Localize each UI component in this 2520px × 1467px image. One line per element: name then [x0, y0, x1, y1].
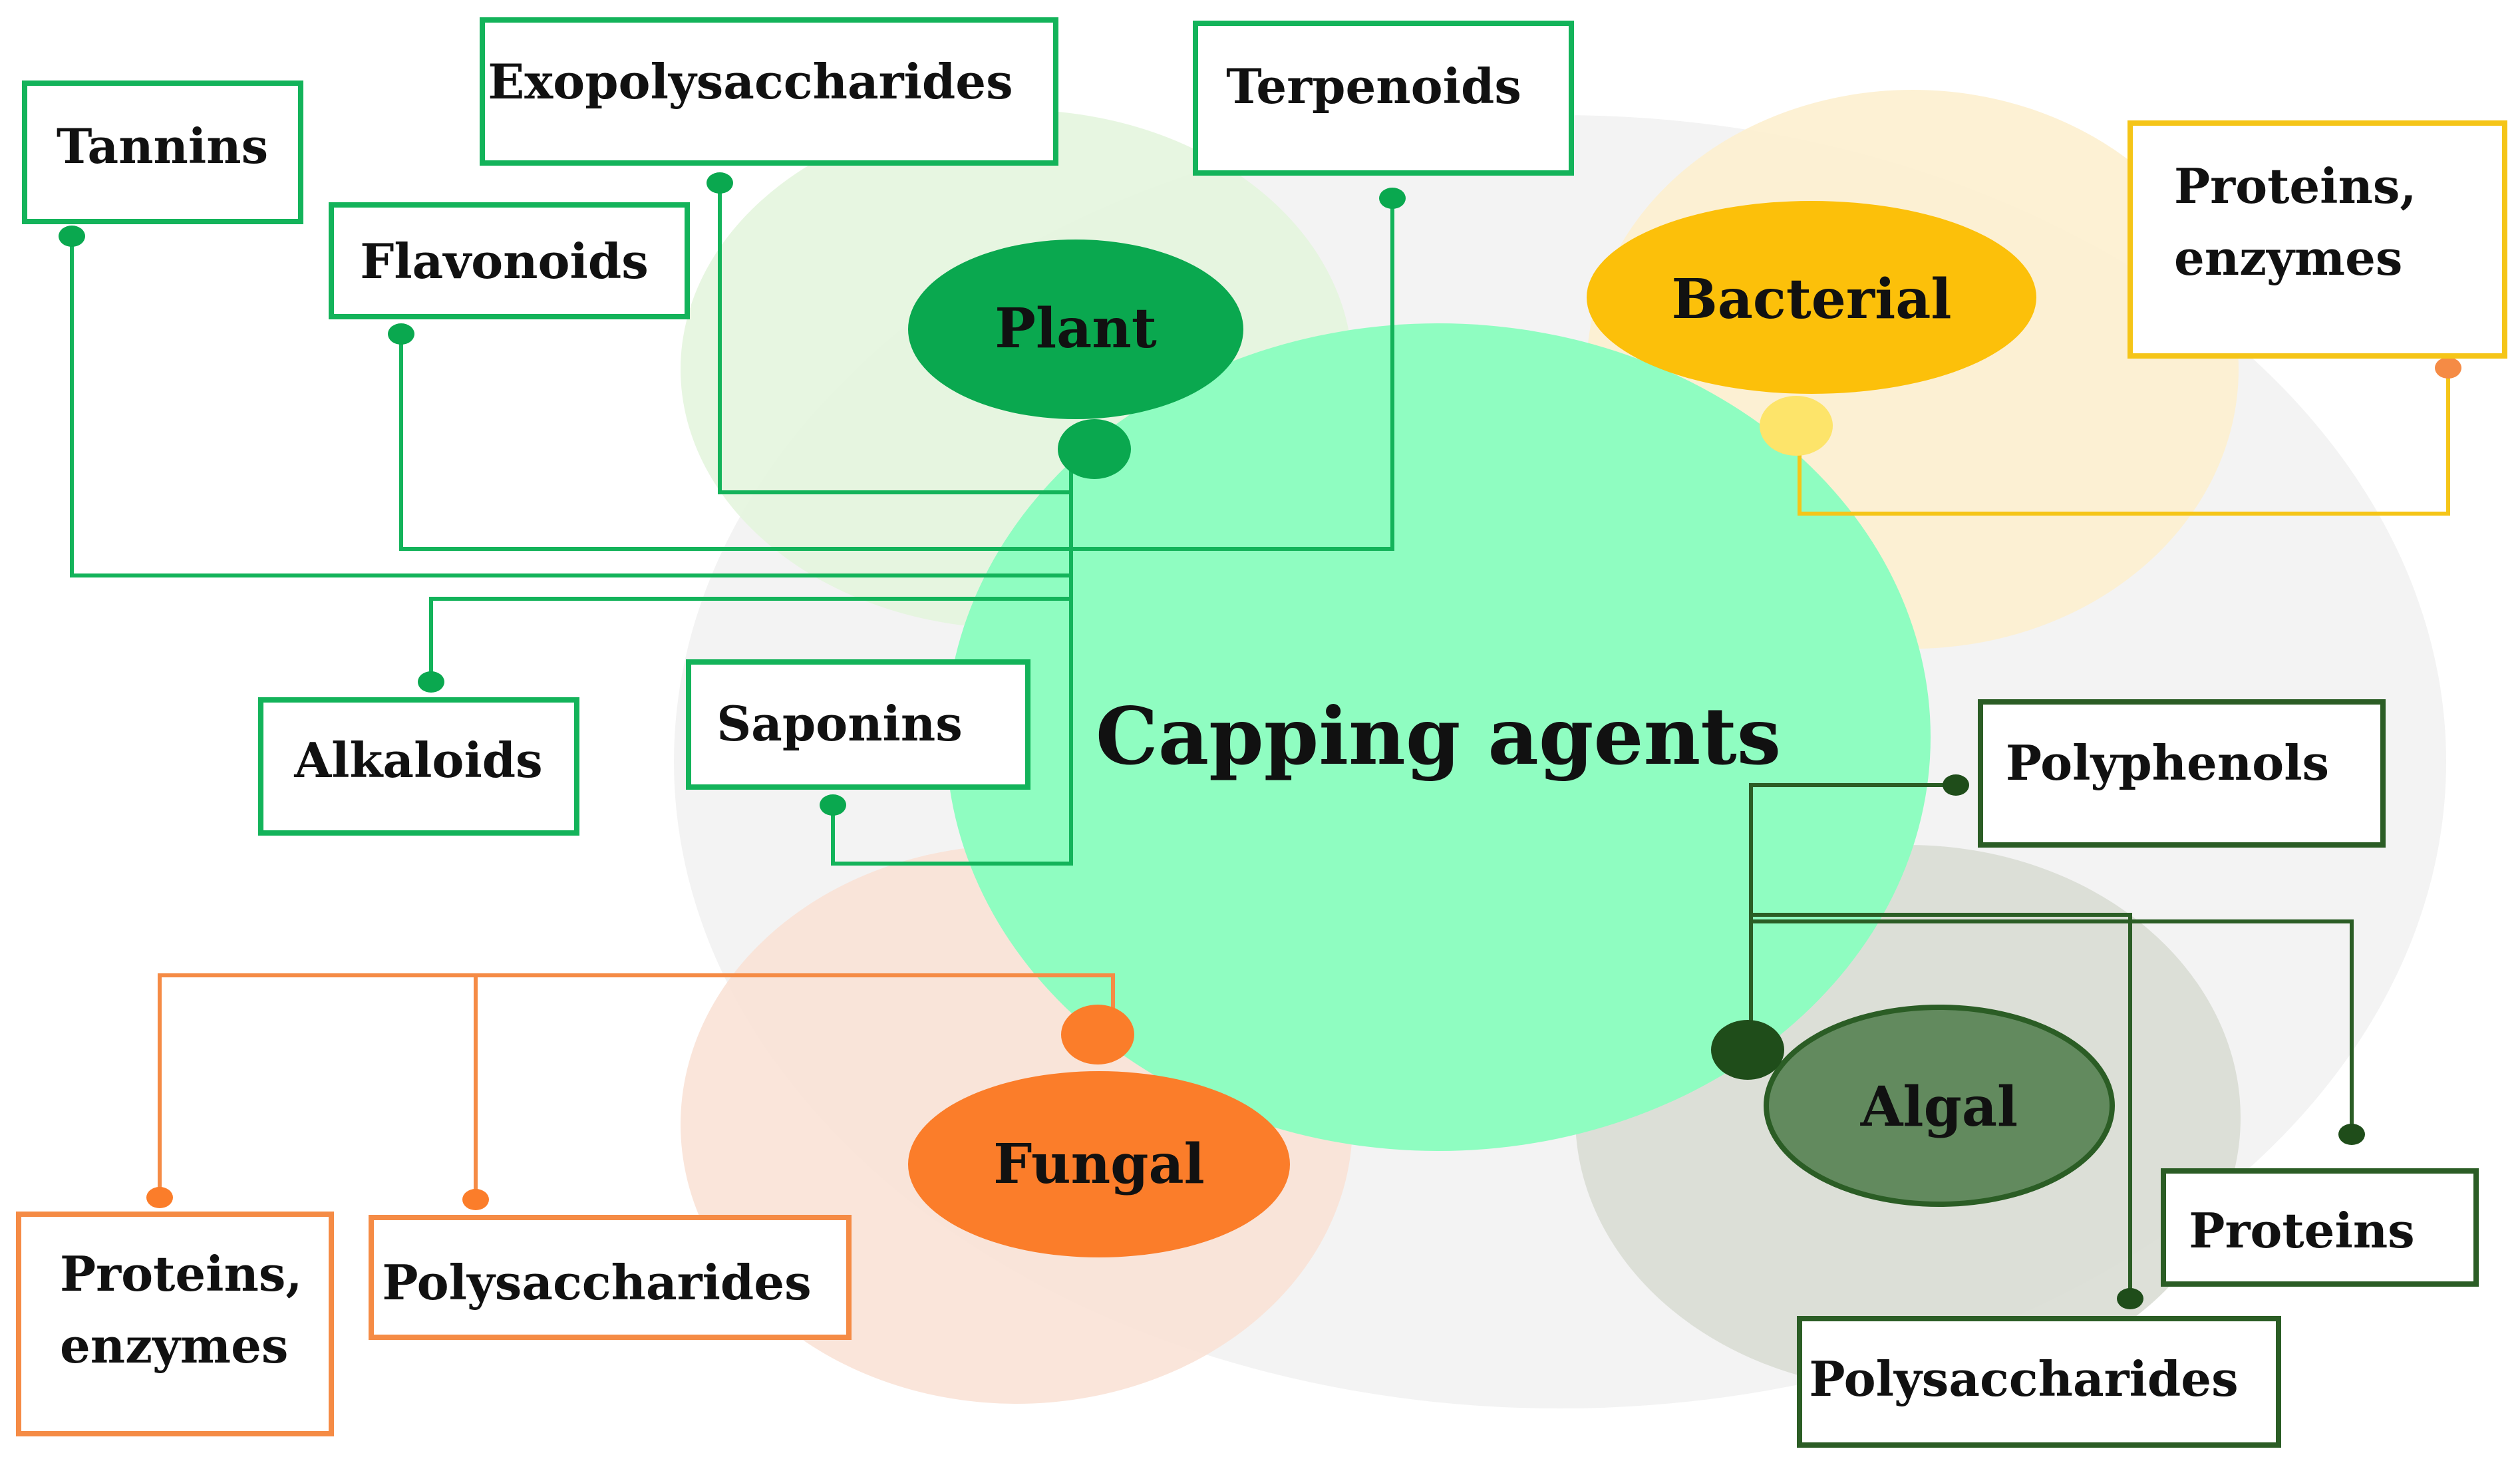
box-flavonoids: Flavonoids: [329, 202, 690, 319]
box-tannins: Tannins: [22, 81, 303, 224]
dot-alkaloids: [418, 671, 444, 693]
connector-fungal-proteins: [158, 973, 1115, 1198]
fungal-node: [908, 1071, 1290, 1257]
box-fungal-polysaccharides: Polysaccharides: [369, 1215, 852, 1340]
bacterial-hub-dot: [1760, 396, 1833, 456]
plant-node: [908, 240, 1243, 419]
algal-label: Algal: [1860, 1075, 2018, 1139]
box-alkaloids-label: Alkaloids: [293, 732, 542, 788]
box-fungal-proteins: Proteins, enzymes: [16, 1212, 334, 1436]
dot-terpenoids: [1379, 188, 1406, 209]
dot-fungal-proteins: [146, 1187, 173, 1208]
box-alkaloids: Alkaloids: [258, 697, 579, 836]
box-bact-proteins: Proteins, enzymes: [2127, 120, 2507, 359]
box-bact-proteins-line2: enzymes: [2174, 230, 2402, 286]
plant-label: Plant: [995, 297, 1157, 361]
connector-algal-proteins: [1751, 919, 2354, 1134]
box-polyphenols-label: Polyphenols: [2006, 734, 2329, 791]
dot-fungal-polysaccharides: [462, 1189, 489, 1210]
box-algal-proteins: Proteins: [2161, 1168, 2479, 1287]
algal-node: [1764, 1005, 2115, 1207]
fungal-label: Fungal: [993, 1132, 1205, 1196]
dot-flavonoids: [388, 323, 414, 345]
box-exopolysaccharides-label: Exopolysaccharides: [488, 53, 1013, 110]
fungal-connectors: [158, 973, 1115, 1198]
dot-algal-proteins: [2338, 1124, 2365, 1145]
dot-saponins: [820, 794, 846, 816]
box-exopolysaccharides: Exopolysaccharides: [480, 17, 1058, 166]
connector-polyphenols: [1749, 783, 1956, 1045]
algal-hub-dot: [1711, 1020, 1784, 1080]
center-label: Capping agents: [1096, 690, 1781, 782]
dot-bact-proteins: [2435, 357, 2461, 379]
connector-exopolysaccharides: [718, 183, 1071, 494]
bacterial-label: Bacterial: [1671, 267, 1951, 331]
box-algal-proteins-label: Proteins: [2189, 1202, 2414, 1259]
box-saponins-label: Saponins: [716, 695, 963, 752]
center-circle: [946, 323, 1931, 1151]
connector-bact-proteins: [1798, 368, 2450, 516]
plant-hub-dot: [1058, 419, 1131, 479]
box-fungal-polysaccharides-label: Polysaccharides: [382, 1254, 811, 1311]
algal-connectors: [1749, 783, 2354, 1299]
connector-alkaloids: [429, 597, 1071, 682]
box-algal-polysaccharides-label: Polysaccharides: [1809, 1351, 2238, 1407]
box-terpenoids-label: Terpenoids: [1226, 58, 1521, 114]
plant-connector-dots: [59, 172, 1406, 816]
plant-connectors: [70, 183, 1394, 866]
box-bact-proteins-line1: Proteins,: [2174, 158, 2416, 214]
connector-flavonoids: [399, 334, 1071, 551]
box-terpenoids: Terpenoids: [1193, 21, 1574, 176]
box-fungal-proteins-line1: Proteins,: [60, 1245, 302, 1302]
dot-tannins: [59, 226, 85, 247]
dot-exopolysaccharides: [707, 172, 733, 194]
box-tannins-label: Tannins: [57, 118, 268, 174]
bacterial-node: [1587, 201, 2036, 394]
box-saponins: Saponins: [686, 659, 1030, 790]
box-flavonoids-label: Flavonoids: [360, 233, 649, 289]
connector-terpenoids: [1071, 198, 1394, 551]
box-fungal-proteins-line2: enzymes: [60, 1317, 288, 1374]
fungal-hub-dot: [1061, 1005, 1134, 1064]
connector-algal-polysaccharides: [1751, 913, 2132, 1299]
box-polyphenols: Polyphenols: [1978, 699, 2386, 848]
dot-polyphenols: [1943, 774, 1969, 796]
box-algal-polysaccharides: Polysaccharides: [1797, 1316, 2281, 1448]
dot-algal-polysaccharides: [2117, 1288, 2143, 1309]
connector-saponins: [831, 452, 1073, 866]
